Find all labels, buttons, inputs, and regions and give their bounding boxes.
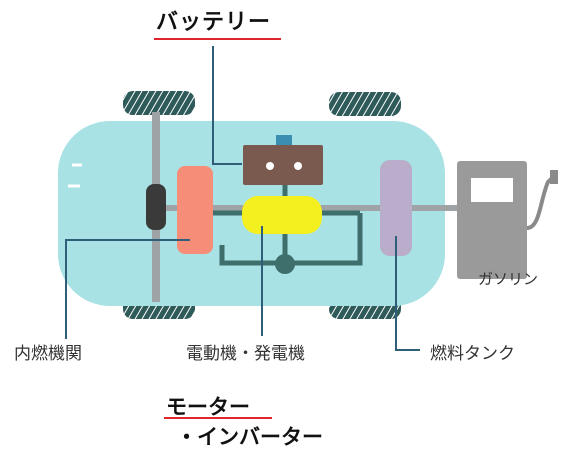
battery-block: [243, 145, 323, 185]
connector-node: [275, 254, 295, 274]
fuel-tank-label: 燃料タンク: [430, 344, 515, 364]
battery-terminal-left: [266, 162, 274, 170]
leader-tank: [395, 236, 420, 351]
motor-underline: [164, 417, 272, 419]
windshield-lines: [68, 163, 82, 188]
leader-battery: [212, 46, 242, 165]
inverter-block: [242, 196, 322, 234]
gasoline-label: ガソリン: [478, 270, 539, 288]
battery-label: バッテリー: [156, 10, 272, 35]
leader-engine: [65, 239, 190, 339]
motor-generator-label: 電動機・発電機: [186, 344, 305, 364]
tire-rear-top: [329, 92, 401, 116]
battery-underline: [154, 38, 281, 40]
tire-front-top: [123, 91, 195, 115]
engine-label: 内燃機関: [14, 344, 82, 364]
gas-pump-icon: [457, 161, 558, 279]
fuel-tank: [380, 160, 412, 256]
battery-cap: [276, 135, 292, 145]
power-lines: [212, 210, 363, 266]
inverter-label: ・インバーター: [176, 425, 323, 449]
battery-terminal-right: [294, 162, 302, 170]
engine-block: [177, 166, 213, 254]
motor-label: モーター: [166, 395, 250, 419]
wheel-hub: [146, 184, 166, 230]
